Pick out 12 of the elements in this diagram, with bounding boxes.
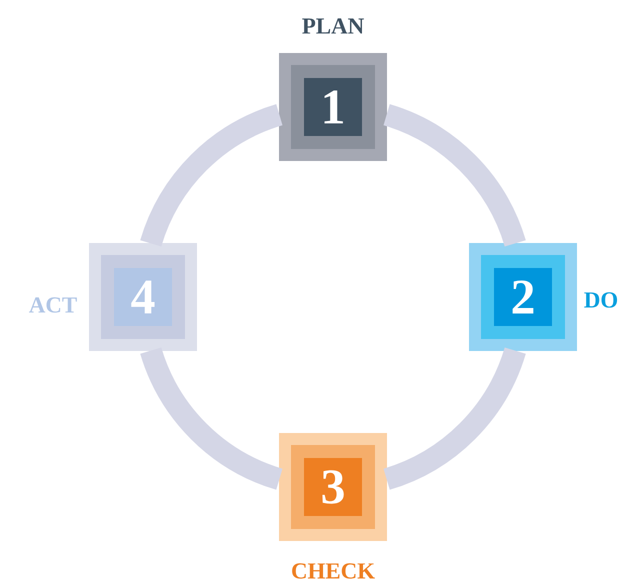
step-box: 4 [89, 242, 197, 351]
ring-arc [140, 104, 283, 247]
ring-arc [383, 104, 526, 247]
step-box: 2 [469, 242, 577, 351]
ring-arc [383, 347, 526, 490]
step-label: PLAN [302, 18, 364, 34]
step-label: DO [584, 292, 618, 308]
ring-arc [140, 347, 283, 490]
step-box: 1 [279, 53, 387, 161]
step-label: CHECK [292, 563, 375, 579]
step-box: 3 [279, 432, 387, 541]
step-label: ACT [29, 297, 77, 313]
